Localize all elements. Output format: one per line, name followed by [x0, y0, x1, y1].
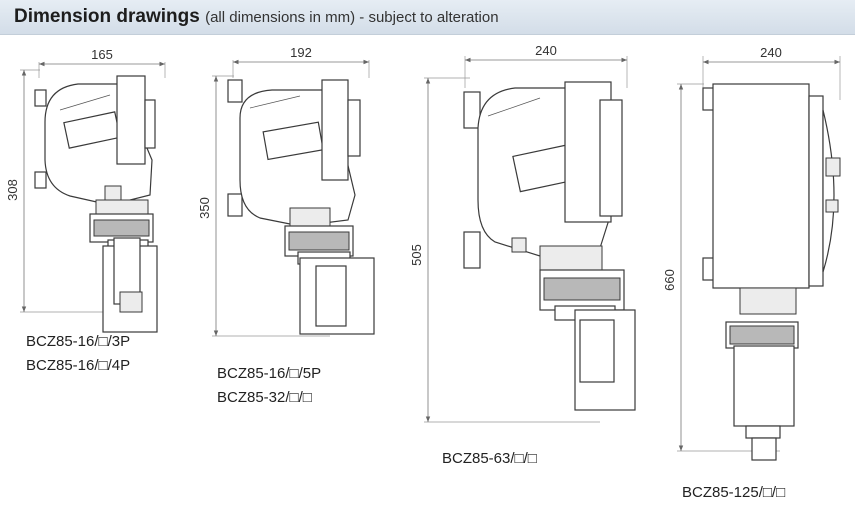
drawing-3-height: 505 [409, 244, 424, 266]
header-bar: Dimension drawings (all dimensions in mm… [0, 0, 855, 35]
page-subtitle: (all dimensions in mm) - subject to alte… [205, 9, 499, 26]
drawing-4-width: 240 [760, 45, 782, 60]
model-label-5p: BCZ85-16/□/5P [217, 365, 322, 382]
drawing-2-height: 350 [197, 197, 212, 219]
drawing-3-width: 240 [535, 43, 557, 58]
model-label-4p: BCZ85-16/□/4P [26, 357, 131, 374]
model-label-3p: BCZ85-16/□/3P [26, 333, 131, 350]
drawing-4-socket: 240 660 [662, 45, 841, 461]
drawing-1-width: 165 [91, 47, 113, 62]
drawing-2-width: 192 [290, 45, 312, 60]
drawing-4-height: 660 [662, 269, 677, 291]
drawing-2-socket: 192 350 [197, 45, 375, 337]
drawing-1-socket: 165 308 [5, 47, 166, 333]
drawing-3-socket: 240 505 [409, 43, 636, 423]
model-label-63: BCZ85-63/□/□ [442, 450, 537, 467]
model-label-32: BCZ85-32/□/□ [217, 389, 312, 406]
page-title: Dimension drawings (all dimensions in mm… [14, 6, 499, 27]
drawing-1-height: 308 [5, 179, 20, 201]
model-label-125: BCZ85-125/□/□ [682, 484, 786, 501]
